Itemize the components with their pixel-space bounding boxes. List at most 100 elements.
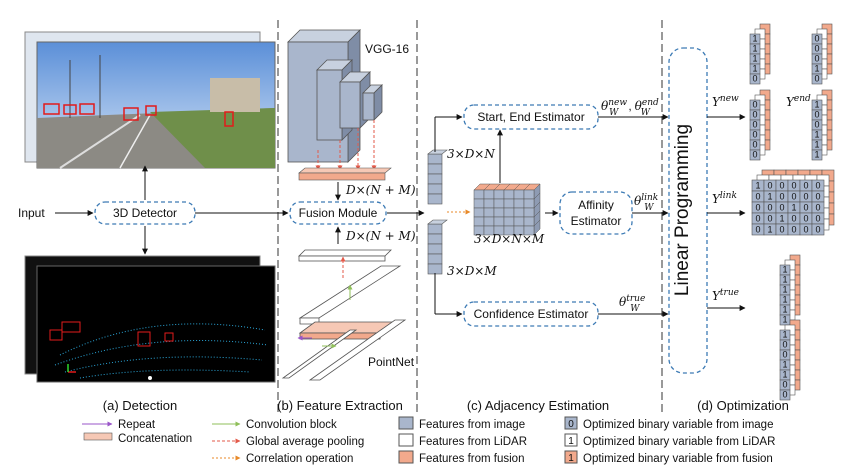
- matrix-value: 0: [814, 54, 819, 64]
- link-matrix-value: 0: [755, 192, 760, 202]
- matrix-value: 1: [782, 370, 787, 380]
- cube-cell: [513, 207, 525, 218]
- matrix-value: 1: [782, 360, 787, 370]
- matrix-cell: [749, 149, 761, 161]
- lidar-scan-stack: [24, 255, 276, 383]
- fused-image-feature-strip: [298, 167, 392, 181]
- link-matrix-value: 0: [815, 214, 820, 224]
- matrix-value: 0: [752, 74, 757, 84]
- link-matrix-value: 0: [791, 225, 796, 235]
- start-end-estimator-box[interactable]: Start, End Estimator: [463, 104, 599, 130]
- matrix-value: 0: [814, 44, 819, 54]
- matrix-value: 1: [814, 150, 819, 160]
- cube-cell: [523, 189, 535, 200]
- link-matrix-value: 0: [767, 214, 772, 224]
- matrix-cell: [779, 389, 791, 401]
- feature-cell: [427, 193, 443, 205]
- cube-cell: [503, 189, 515, 200]
- matrix-value: 0: [752, 120, 757, 130]
- dim-fusion-bottom: D×(N + M): [345, 229, 416, 243]
- matrix-value: 1: [814, 130, 819, 140]
- legend-bin-image: Optimized binary variable from image: [583, 419, 773, 431]
- detector-label: 3D Detector: [113, 206, 177, 220]
- legend-gap: Global average pooling: [246, 436, 364, 448]
- cube-cell: [483, 189, 495, 200]
- cube-cell: [493, 189, 505, 200]
- matrix-value: 0: [752, 130, 757, 140]
- panel-title-optimization: (d) Optimization: [697, 398, 789, 413]
- gap-arrows-image: [315, 120, 377, 171]
- pointnet-flow-arrows: [297, 256, 353, 349]
- link-matrix-value: 0: [803, 203, 808, 213]
- feature-cell: [427, 183, 443, 195]
- feature-column-top: [427, 219, 448, 225]
- cube-cell: [483, 198, 495, 209]
- link-matrix-value: 0: [767, 181, 772, 191]
- cube-cell: [473, 198, 485, 209]
- link-matrix-value: 0: [815, 181, 820, 191]
- feature-cell: [427, 223, 443, 235]
- panel-title-feature-extraction: (b) Feature Extraction: [277, 398, 403, 413]
- matrix-value: 1: [814, 140, 819, 150]
- link-matrix-value: 0: [803, 225, 808, 235]
- cube-cell: [493, 216, 505, 227]
- confidence-estimator-box[interactable]: Confidence Estimator: [463, 301, 599, 327]
- fusion-module-box[interactable]: Fusion Module: [289, 201, 387, 225]
- camera-image-stack: [24, 31, 276, 169]
- y-link-label: Ylink: [712, 191, 737, 206]
- pairwise-feature-cube: [473, 183, 541, 236]
- y-end-label: Yend: [786, 94, 811, 109]
- link-matrix-value: 0: [791, 214, 796, 224]
- matrix-value: 1: [782, 315, 787, 325]
- matrix-value: 0: [752, 140, 757, 150]
- legend-bin-image-glyph: 0: [568, 419, 574, 430]
- matrix-cell: [811, 149, 823, 161]
- matrix-cell: [811, 73, 823, 85]
- matrix-value: 0: [782, 350, 787, 360]
- link-matrix-value: 0: [779, 203, 784, 213]
- link-matrix-value: 0: [755, 203, 760, 213]
- link-matrix-cell: [811, 223, 825, 236]
- cube-cell: [523, 225, 535, 236]
- link-matrix-value: 0: [779, 192, 784, 202]
- cube-cell: [483, 207, 495, 218]
- matrix-value: 0: [814, 74, 819, 84]
- link-matrix-value: 0: [803, 214, 808, 224]
- matrix-value: 1: [814, 100, 819, 110]
- feature-cell: [427, 263, 443, 275]
- matrix-value: 1: [782, 330, 787, 340]
- cube-cell: [503, 216, 515, 227]
- matrix-value: 0: [782, 390, 787, 400]
- link-matrix-value: 0: [767, 203, 772, 213]
- matrix-value: 1: [814, 64, 819, 74]
- confidence-estimator-label: Confidence Estimator: [474, 307, 589, 321]
- matrix-value: 1: [752, 64, 757, 74]
- feature-column-top: [427, 149, 448, 155]
- link-matrix-value: 0: [803, 192, 808, 202]
- panel-title-detection: (a) Detection: [103, 398, 177, 413]
- legend-bin-fusion: Optimized binary variable from fusion: [583, 453, 773, 465]
- matrix-value: 0: [752, 150, 757, 160]
- link-matrix-value: 0: [755, 214, 760, 224]
- affinity-estimator-box[interactable]: Affinity Estimator: [559, 191, 633, 235]
- matrix-value: 1: [752, 54, 757, 64]
- link-matrix-value: 0: [815, 203, 820, 213]
- affinity-label-2: Estimator: [571, 214, 622, 228]
- matrix-value: 0: [782, 380, 787, 390]
- dim-fusion-top: D×(N + M): [345, 183, 416, 197]
- legend-bin-fusion-glyph: 1: [568, 453, 574, 464]
- link-matrix-value: 1: [767, 225, 772, 235]
- feature-cell: [427, 243, 443, 255]
- link-matrix-value: 0: [815, 225, 820, 235]
- linear-programming-box[interactable]: Linear Programming: [668, 47, 708, 374]
- legend-concatenation: Concatenation: [118, 433, 192, 445]
- legend-repeat: Repeat: [118, 419, 156, 431]
- y-true-label: Ytrue: [712, 288, 739, 303]
- cube-cell: [473, 207, 485, 218]
- detector-box[interactable]: 3D Detector: [94, 201, 196, 225]
- cube-cell: [523, 198, 535, 209]
